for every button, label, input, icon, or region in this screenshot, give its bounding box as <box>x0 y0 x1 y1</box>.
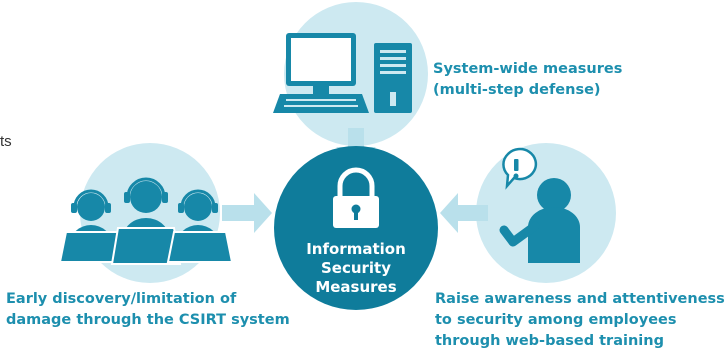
right-label-line: to security among employees <box>435 312 677 328</box>
person-alert-icon <box>499 147 580 263</box>
left-node-label: Early discovery/limitation of damage thr… <box>6 289 290 331</box>
desktop-computer-icon <box>273 33 412 113</box>
center-label-line: Measures <box>315 278 397 296</box>
center-label-line: Security <box>320 259 392 277</box>
right-label-line: Raise awareness and attentiveness <box>435 291 725 307</box>
center-label-line: Information <box>306 240 406 258</box>
left-arrow <box>222 193 272 233</box>
operators-headset-icon <box>58 177 234 265</box>
top-label-line: (multi-step defense) <box>433 82 601 98</box>
left-label-line: Early discovery/limitation of <box>6 291 237 307</box>
top-node-label: System-wide measures (multi-step defense… <box>433 59 622 101</box>
right-node-label: Raise awareness and attentiveness to sec… <box>435 289 725 352</box>
center-node-label: Information Security Measures <box>274 240 438 297</box>
right-label-line: through web-based training <box>435 333 664 349</box>
left-label-line: damage through the CSIRT system <box>6 312 290 328</box>
right-arrow <box>440 193 488 233</box>
top-label-line: System-wide measures <box>433 61 623 77</box>
edge-text-fragment: ts <box>0 133 12 150</box>
padlock-icon <box>333 167 379 228</box>
